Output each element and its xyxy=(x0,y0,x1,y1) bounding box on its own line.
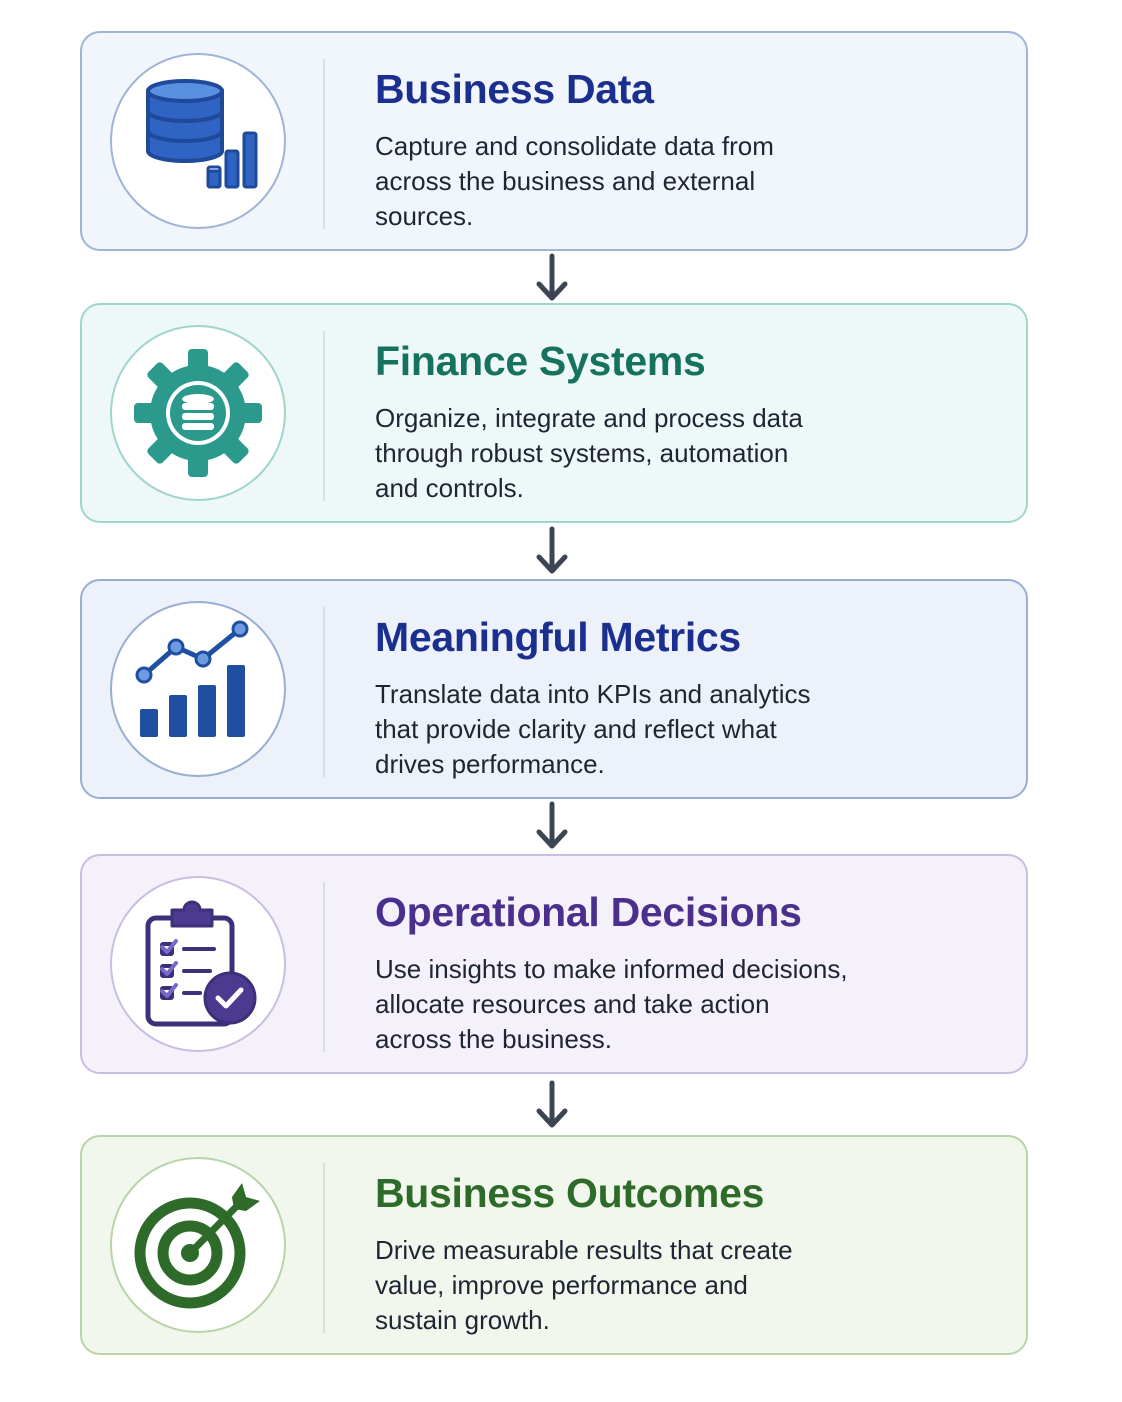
card-divider xyxy=(323,59,325,229)
step-description: Drive measurable results that create val… xyxy=(375,1235,793,1335)
icon-circle xyxy=(110,325,286,501)
target-arrow-icon xyxy=(134,1183,260,1309)
step-description: Translate data into KPIs and analytics t… xyxy=(375,679,811,779)
icon-circle xyxy=(110,876,286,1052)
metrics-chart-icon xyxy=(135,620,249,737)
step-card-business-data: Business Data Capture and consolidate da… xyxy=(80,31,1028,251)
down-arrow-icon xyxy=(536,526,568,574)
step-card-finance-systems: Finance Systems Organize, integrate and … xyxy=(80,303,1028,523)
card-divider xyxy=(323,607,325,777)
icon-circle xyxy=(110,1157,286,1333)
step-title: Business Data xyxy=(375,66,654,112)
step-title: Operational Decisions xyxy=(375,889,802,935)
step-title: Meaningful Metrics xyxy=(375,614,741,660)
icon-circle xyxy=(110,53,286,229)
step-description: Capture and consolidate data from across… xyxy=(375,131,774,231)
step-description: Organize, integrate and process data thr… xyxy=(375,403,803,503)
clipboard-check-icon xyxy=(145,900,257,1027)
step-card-meaningful-metrics: Meaningful Metrics Translate data into K… xyxy=(80,579,1028,799)
card-divider xyxy=(323,882,325,1052)
step-card-business-outcomes: Business Outcomes Drive measurable resul… xyxy=(80,1135,1028,1355)
step-title: Business Outcomes xyxy=(375,1170,765,1216)
step-card-operational-decisions: Operational Decisions Use insights to ma… xyxy=(80,854,1028,1074)
down-arrow-icon xyxy=(536,801,568,849)
step-description: Use insights to make informed decisions,… xyxy=(375,954,848,1054)
down-arrow-icon xyxy=(536,1080,568,1128)
card-divider xyxy=(323,1163,325,1333)
database-chart-icon xyxy=(146,79,258,189)
gear-database-icon xyxy=(134,349,262,477)
step-title: Finance Systems xyxy=(375,338,706,384)
card-divider xyxy=(323,331,325,501)
down-arrow-icon xyxy=(536,253,568,301)
icon-circle xyxy=(110,601,286,777)
